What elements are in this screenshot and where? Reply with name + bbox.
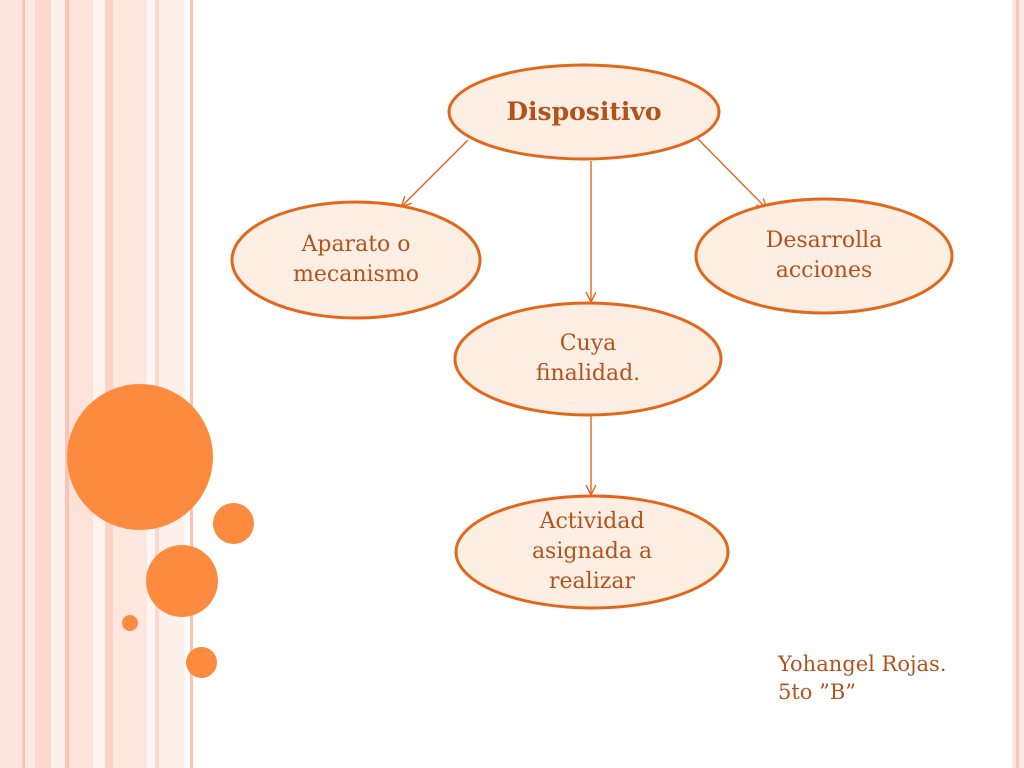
decorative-stripe	[25, 0, 35, 768]
author-name: Yohangel Rojas.	[778, 652, 947, 676]
node-aparato-o-mecanismo: Aparato o mecanismo	[293, 232, 419, 287]
decorative-stripe	[155, 0, 159, 768]
decorative-circle-small	[186, 647, 217, 678]
decorative-stripe	[93, 0, 105, 768]
node-actividad-asignada: Actividad asignada a realizar	[531, 509, 653, 594]
node-desarrolla-acciones: Desarrolla acciones	[765, 228, 883, 283]
node-shape-dispositivo	[447, 63, 721, 161]
decorative-circle-small	[213, 503, 254, 544]
decorative-circle-medium	[146, 545, 218, 617]
node-shape-aparato	[230, 200, 482, 320]
decorative-stripe	[65, 0, 69, 768]
decorative-stripe	[35, 0, 51, 768]
node-shape-actividad	[454, 494, 730, 610]
decorative-stripe	[0, 0, 22, 768]
node-shape-cuya	[453, 301, 723, 417]
decorative-stripe	[51, 0, 65, 768]
decorative-stripe	[159, 0, 185, 768]
author-credit: Yohangel Rojas. 5to ”B”	[778, 650, 946, 706]
node-shape-desarrolla	[694, 197, 954, 315]
decorative-circle-tiny	[122, 615, 138, 631]
decorative-stripe	[1019, 0, 1024, 768]
decorative-stripe	[190, 0, 193, 768]
node-dispositivo: Dispositivo	[506, 97, 662, 126]
decorative-stripe	[69, 0, 93, 768]
decorative-stripe	[1016, 0, 1019, 768]
connector-arrow	[696, 137, 766, 208]
connector-arrow	[402, 139, 469, 206]
decorative-stripe	[105, 0, 113, 768]
decorative-circle-large	[67, 384, 213, 530]
decorative-stripe	[22, 0, 25, 768]
decorative-stripe	[1012, 0, 1016, 768]
author-grade: 5to ”B”	[778, 680, 857, 704]
node-cuya-finalidad: Cuya finalidad.	[535, 331, 641, 386]
